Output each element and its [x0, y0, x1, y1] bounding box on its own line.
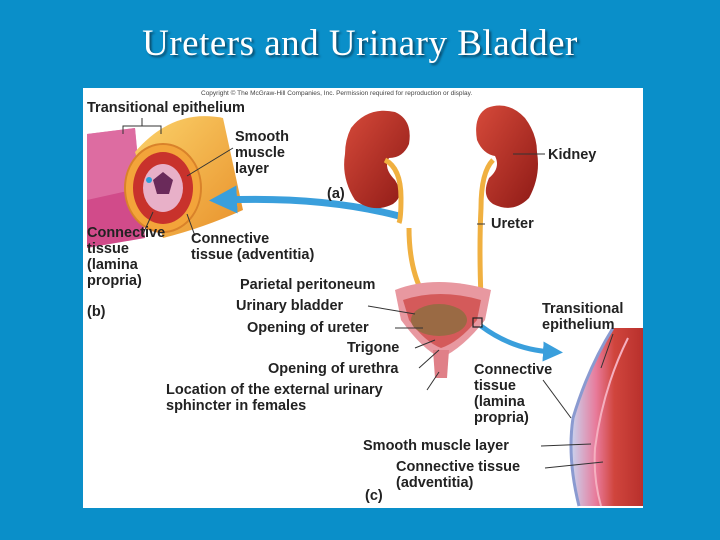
label-trigone: Trigone	[347, 340, 400, 356]
panel-label-a: (a)	[327, 186, 345, 202]
label-connective-tissue-lamina-b: Connective tissue (lamina propria)	[87, 225, 166, 289]
label-external-urinary-sphincter: Location of the external urinary sphinct…	[166, 382, 383, 414]
label-parietal-peritoneum: Parietal peritoneum	[240, 277, 376, 293]
label-connective-tissue-adventitia-b: Connective tissue (adventitia)	[191, 231, 315, 263]
arrow-to-bladder-wall	[479, 323, 563, 362]
arrow-to-cross-section	[209, 185, 400, 220]
right-ureter	[477, 158, 495, 299]
label-opening-of-urethra: Opening of urethra	[268, 361, 399, 377]
label-smooth-muscle-layer-b: Smooth muscle layer	[235, 129, 289, 177]
urinary-anatomy-illustration	[87, 105, 643, 507]
left-ureter	[383, 157, 404, 224]
bladder-wall-section	[569, 327, 643, 507]
panel-label-b: (b)	[87, 304, 106, 320]
label-smooth-muscle-layer-c: Smooth muscle layer	[363, 438, 509, 454]
label-transitional-epithelium-c: Transitional epithelium	[542, 301, 624, 333]
panel-label-c: (c)	[365, 488, 383, 504]
label-connective-tissue-adventitia-c: Connective tissue (adventitia)	[396, 459, 521, 491]
left-kidney	[344, 110, 410, 209]
urinary-bladder-illustration	[395, 282, 491, 378]
label-ureter: Ureter	[491, 216, 534, 232]
right-kidney	[476, 105, 538, 208]
label-transitional-epithelium-b: Transitional epithelium	[87, 100, 245, 116]
slide-title: Ureters and Urinary Bladder	[142, 23, 578, 64]
label-opening-of-ureter: Opening of ureter	[247, 320, 369, 336]
label-kidney: Kidney	[548, 147, 597, 163]
label-connective-tissue-lamina-c: Connective tissue (lamina propria)	[474, 362, 553, 426]
label-urinary-bladder: Urinary bladder	[236, 298, 344, 314]
copyright-notice: Copyright © The McGraw-Hill Companies, I…	[201, 90, 473, 97]
anatomy-figure: Copyright © The McGraw-Hill Companies, I…	[83, 88, 643, 508]
